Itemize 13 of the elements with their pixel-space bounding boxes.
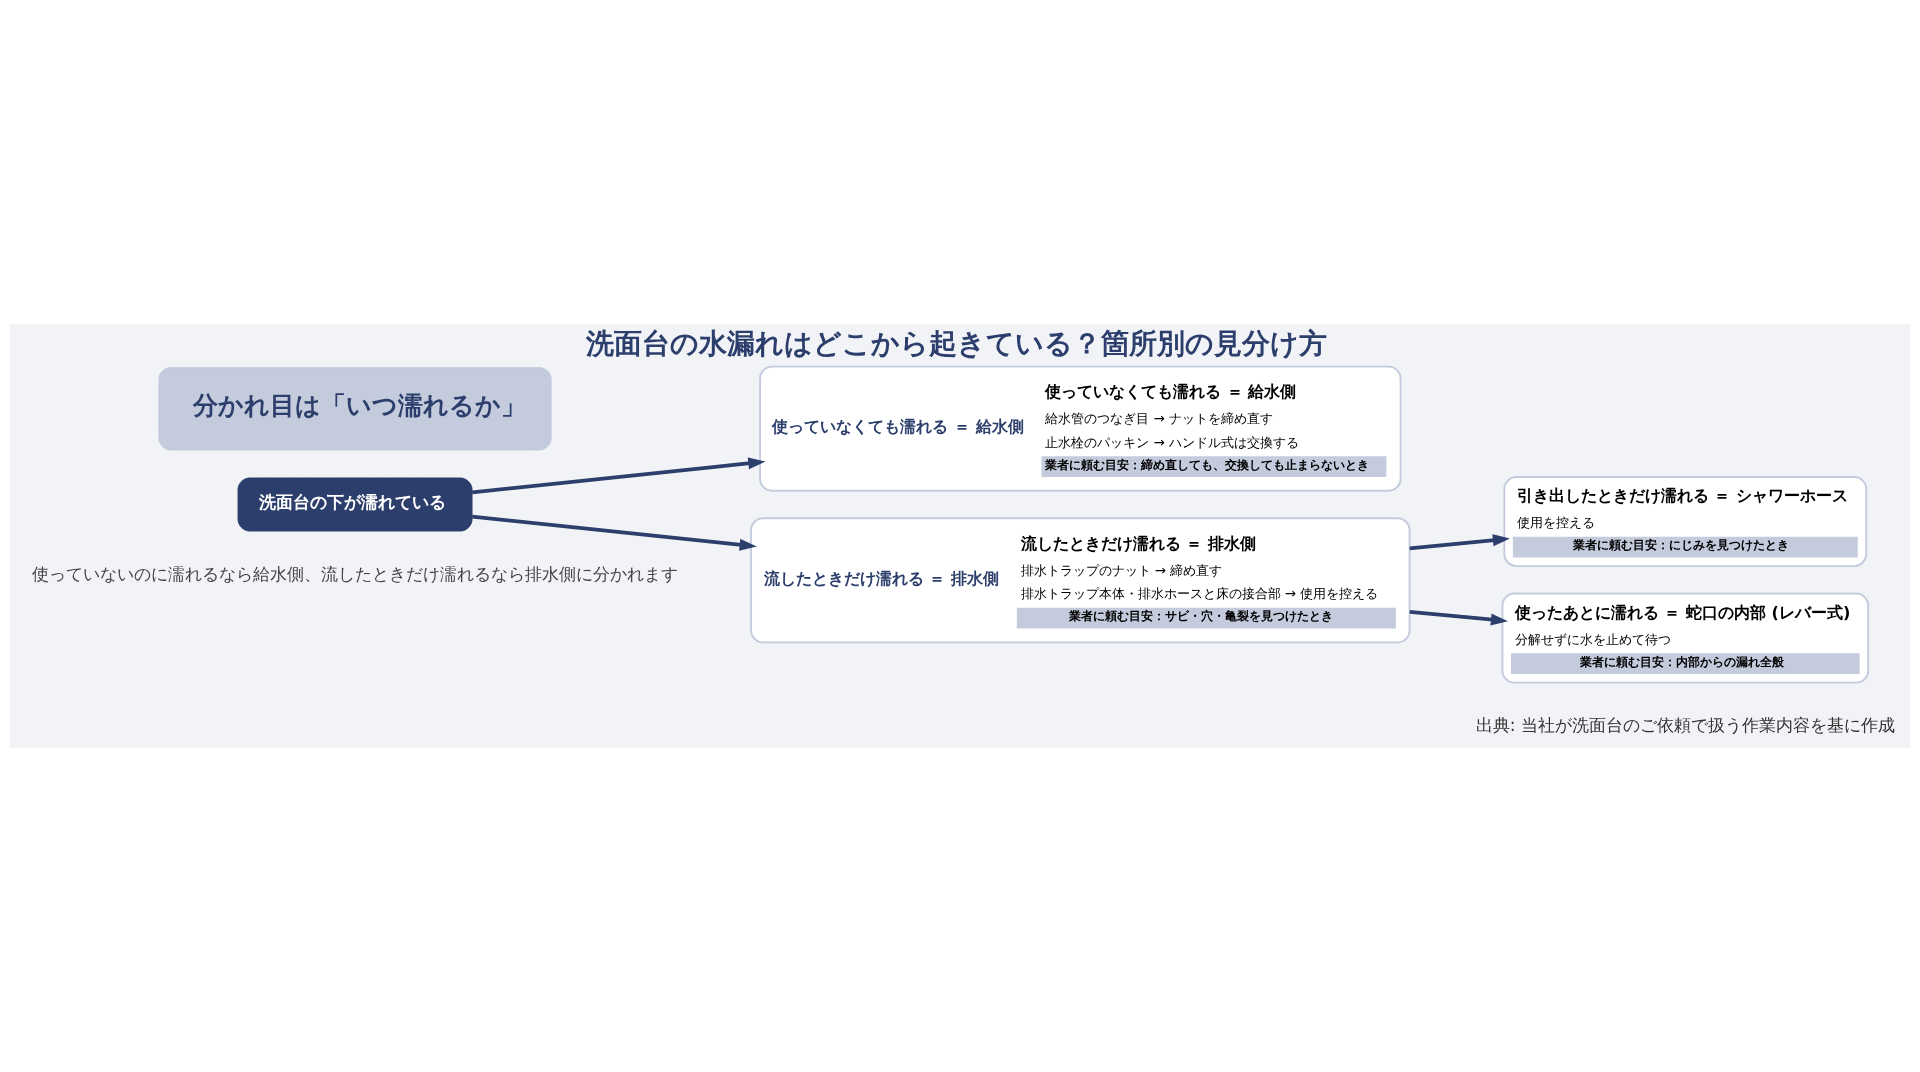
node-box: 引き出したときだけ濡れる ＝ シャワーホース 使用を控える 業者に頼む目安：にじみを見つけたとき <box>1503 476 1868 568</box>
node-box: 使っていなくても濡れる ＝ 給水側 使っていなくても濡れる ＝ 給水側 給水管のつなぎ目 → ナットを締め直す 止水栓のパッキン → ハンドル式は交換する 業者に頼む目安：締め直しても、交換しても止まらないとき <box>759 365 1402 492</box>
label: 使っていないのに濡れるなら給水側、流したときだけ濡れるなら排水側に分かれます <box>32 563 679 584</box>
node-box: 流したときだけ濡れる ＝ 排水側 流したときだけ濡れる ＝ 排水側 排水トラップのナット → 締め直す 排水トラップ本体・排水ホースと床の接合部 → 使用を控える 業者に頼む目安：サビ・穴・亀裂を見つけたとき <box>750 517 1411 644</box>
node-box: 分かれ目は「いつ濡れるか」 <box>158 367 552 451</box>
arrow <box>472 457 766 495</box>
arrow <box>1409 534 1510 551</box>
caption: 出典: 当社が洗面台のご依頼で扱う作業内容を基に作成 <box>1475 715 1895 736</box>
arrow <box>472 514 757 551</box>
node-box: 洗面台の下が濡れている <box>237 477 473 532</box>
node-box: 使ったあとに濡れる ＝ 蛇口の内部 (レバー式) 分解せずに水を止めて待つ 業者に頼む目安：内部からの漏れ全般 <box>1501 592 1870 684</box>
arrow <box>1409 609 1508 626</box>
diagram-title: 洗面台の水漏れはどこから起きている？箇所別の見分け方 <box>585 327 1327 361</box>
